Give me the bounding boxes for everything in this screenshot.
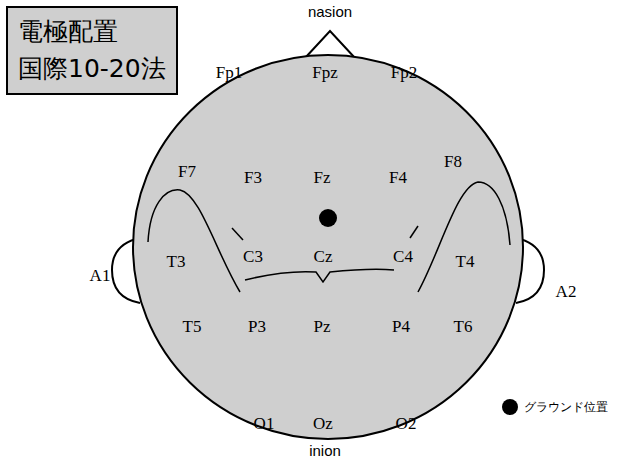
electrode-label: Cz: [314, 248, 333, 267]
electrode-label: T5: [183, 318, 202, 337]
electrode-label: F8: [444, 153, 462, 172]
electrode-label: T6: [454, 318, 473, 337]
electrode-label: O1: [254, 415, 275, 434]
electrode-label: O2: [396, 415, 417, 434]
central-bracket: [245, 269, 394, 282]
sylvian-line: [418, 182, 510, 292]
electrode-label: F7: [178, 163, 196, 182]
title-text: 国際10-20法: [18, 51, 166, 87]
electrode-label: T4: [456, 253, 475, 272]
title-box: 電極配置国際10-20法: [6, 6, 178, 95]
electrode-label: F3: [244, 169, 262, 188]
electrode-label: Fpz: [312, 64, 338, 83]
electrode-label: Pz: [314, 318, 331, 337]
legend-swatch: [502, 399, 518, 415]
electrode-label: P3: [248, 318, 266, 337]
legend-text: グラウンド位置: [524, 399, 608, 416]
nose-mark: [305, 31, 355, 58]
electrode-label: T3: [167, 253, 186, 272]
title-text: 電極配置: [18, 14, 118, 50]
tick-mark: [232, 228, 243, 240]
electrode-label: Oz: [313, 415, 333, 434]
head-outline: [133, 55, 523, 439]
tick-mark: [410, 226, 418, 238]
electrode-label: Fp1: [216, 64, 242, 83]
landmark-label: nasion: [308, 4, 352, 21]
electrode-label: Fp2: [391, 64, 417, 83]
electrode-label: C4: [393, 248, 413, 267]
electrode-label: F4: [389, 169, 407, 188]
electrode-label: Fz: [314, 169, 331, 188]
landmark-label: inion: [309, 443, 341, 460]
electrode-label: C3: [243, 248, 263, 267]
ground-dot: [319, 209, 337, 227]
electrode-label: A2: [556, 283, 577, 302]
electrode-label: A1: [90, 267, 111, 286]
electrode-label: P4: [392, 318, 410, 337]
sylvian-line: [148, 190, 240, 292]
